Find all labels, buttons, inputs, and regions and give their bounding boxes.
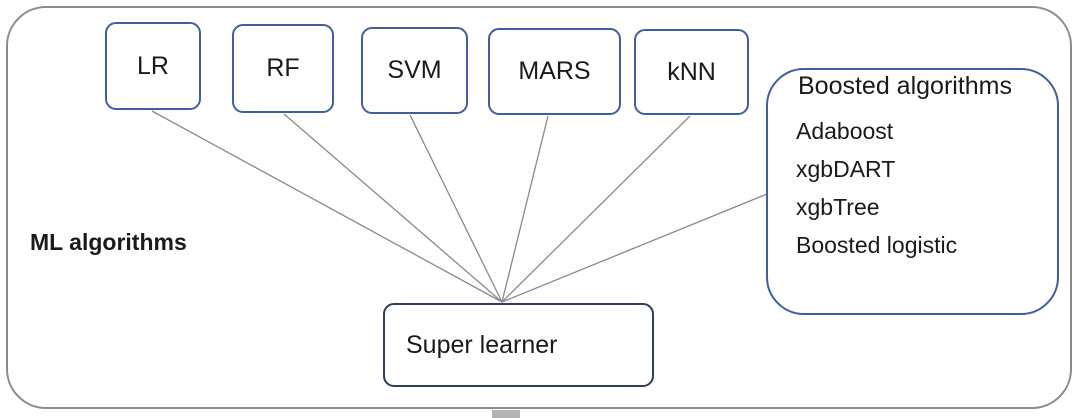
boosted-item-boosted-logistic: Boosted logistic xyxy=(796,232,958,258)
node-lr[interactable]: LR xyxy=(105,22,201,110)
super-learner-node[interactable]: Super learner xyxy=(383,303,654,387)
edge-knn-to-super-learner xyxy=(501,115,691,303)
ml-algorithms-label: ML algorithms xyxy=(30,229,187,255)
edge-boosted-to-super-learner xyxy=(501,193,768,303)
edge-rf-to-super-learner xyxy=(283,113,503,303)
edge-lr-to-super-learner xyxy=(151,110,503,303)
boosted-item-adaboost: Adaboost xyxy=(796,118,894,144)
node-svm[interactable]: SVM xyxy=(361,27,468,114)
super-learner-label: Super learner xyxy=(406,330,558,359)
node-knn[interactable]: kNN xyxy=(634,29,749,115)
boosted-algorithms-title: Boosted algorithms xyxy=(798,72,1013,100)
boosted-item-xgbdart: xgbDART xyxy=(796,156,896,182)
boosted-algorithms-box[interactable]: Boosted algorithms Adaboost xgbDART xgbT… xyxy=(766,68,1059,315)
edge-mars-to-super-learner xyxy=(501,115,549,303)
boosted-algorithms-list: Adaboost xgbDART xgbTree Boosted logisti… xyxy=(796,112,957,264)
node-rf[interactable]: RF xyxy=(232,24,334,113)
edge-svm-to-super-learner xyxy=(409,114,503,303)
boosted-item-xgbtree: xgbTree xyxy=(796,194,880,220)
bottom-connector-stub xyxy=(492,410,520,418)
node-mars[interactable]: MARS xyxy=(488,28,621,115)
